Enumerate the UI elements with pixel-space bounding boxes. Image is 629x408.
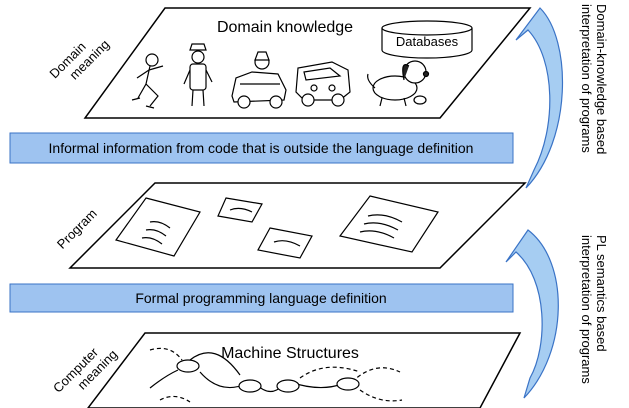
runner-figure-icon xyxy=(131,53,164,109)
database-label: Databases xyxy=(396,34,459,49)
machine-plane xyxy=(87,332,522,408)
car-with-driver-icon xyxy=(231,51,287,109)
domain-interpretation-line2: interpretation of programs xyxy=(579,4,594,153)
formal-definition-band xyxy=(9,283,514,313)
pl-semantics-label: PL semantics based interpretation of pro… xyxy=(579,235,609,384)
program-document-icon xyxy=(338,195,439,253)
program-document-icon xyxy=(257,227,313,259)
domain-interpretation-arrow xyxy=(515,7,564,189)
pl-semantics-line1: PL semantics based xyxy=(594,235,609,352)
domain-interpretation-label: Domain-knowledge based interpretation of… xyxy=(579,4,609,158)
pl-semantics-arrow xyxy=(505,229,559,399)
program-document-icon xyxy=(115,197,201,257)
domain-side-label: Domain meaning xyxy=(46,26,112,92)
cartoon-dog-icon xyxy=(367,60,430,107)
pl-semantics-line2: interpretation of programs xyxy=(579,235,594,384)
machine-title: Machine Structures xyxy=(221,345,359,362)
doorman-figure-icon xyxy=(183,43,213,107)
domain-interpretation-line1: Domain-knowledge based xyxy=(594,4,609,154)
cartoon-car-icon xyxy=(295,61,351,107)
machine-structure-graph xyxy=(149,347,403,403)
formal-definition-text: Formal programming language definition xyxy=(135,290,386,306)
program-document-icon xyxy=(217,197,263,223)
informal-info-band xyxy=(9,132,514,164)
database-icon: Databases xyxy=(381,20,473,59)
domain-title: Domain knowledge xyxy=(217,19,353,36)
informal-info-text: Informal information from code that is o… xyxy=(49,140,474,156)
